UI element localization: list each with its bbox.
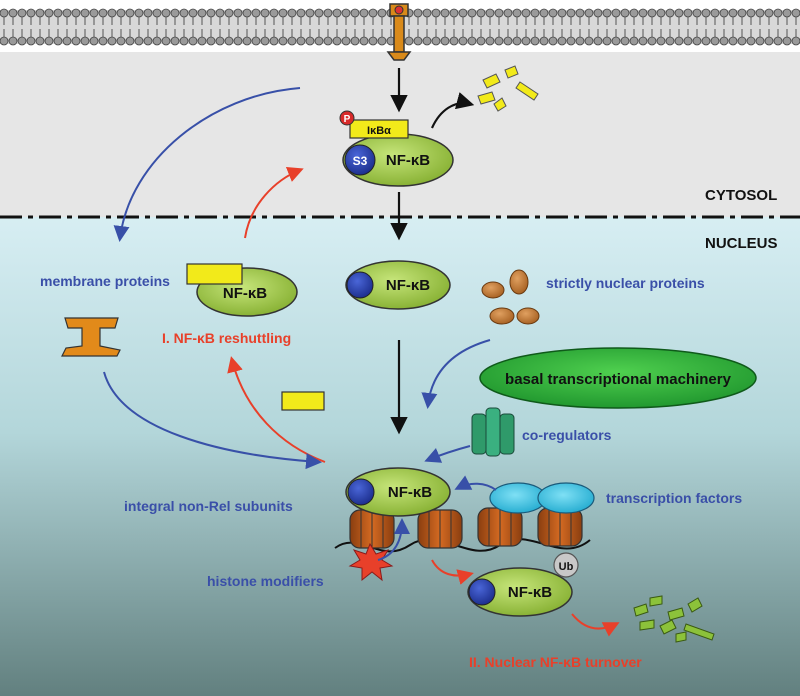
nuclear-ikb	[281, 391, 325, 411]
reshuttle-nfkb-label: NF-κB	[223, 285, 267, 302]
nuclear-nfkb-label: NF-κB	[386, 277, 430, 294]
degradation-arrow	[430, 92, 475, 129]
reshuttle-ikb	[186, 263, 243, 285]
integral-subunits-label: integral non-Rel subunits	[124, 498, 293, 514]
ub-tag-label: Ub	[559, 561, 574, 573]
phospho-label: P	[344, 114, 351, 125]
histone-modifiers-label: histone modifiers	[207, 573, 324, 589]
reshuttle-nfkb: NF-κB	[186, 263, 298, 317]
histone-modifier-icon	[348, 542, 394, 582]
reshuttling-label: I. NF-κB reshuttling	[162, 330, 291, 346]
transcription-factor-icon	[489, 482, 595, 514]
transcription-factors-arrow	[454, 475, 497, 491]
nuclear-nfkb: NF-κB	[345, 260, 451, 310]
nuclear-proteins-icon	[481, 269, 540, 325]
chromatin-bound-nfkb: NF-κB	[345, 467, 451, 517]
cytosol-nfkb-label: NF-κB	[386, 152, 430, 169]
co-regulators-icon	[471, 407, 515, 457]
strictly-nuclear-label: strictly nuclear proteins	[546, 275, 705, 291]
ikba-label: IκBα	[367, 125, 391, 137]
degraded-nfkb-fragments	[633, 595, 715, 643]
ub-nfkb-label: NF-κB	[508, 584, 552, 601]
basal-machinery-label: basal transcriptional machinery	[505, 371, 732, 388]
ubiquitin-tag	[553, 552, 579, 578]
membrane-proteins-arrow	[113, 87, 301, 242]
co-regulators-arrow	[424, 445, 471, 463]
co-regulators-label: co-regulators	[522, 427, 612, 443]
nucleus-label: NUCLEUS	[705, 235, 778, 252]
basal-machinery: basal transcriptional machinery	[479, 347, 757, 409]
membrane-proteins-label: membrane proteins	[40, 273, 170, 289]
cytosol-label: CYTOSOL	[705, 187, 777, 204]
turnover-arrow	[431, 559, 474, 585]
reshuttle-export-arrow	[244, 167, 304, 239]
transcription-factors-label: transcription factors	[606, 490, 742, 506]
nucleosomes	[349, 507, 583, 549]
cytosolic-nfkb-complex: IκBα P S3 NF-κB	[339, 110, 454, 187]
chromatin-nfkb-label: NF-κB	[388, 484, 432, 501]
integral-subunits-arrow	[103, 371, 322, 470]
degraded-ikb-fragments	[477, 65, 539, 112]
degradation-red-arrow	[571, 613, 620, 637]
s3-label: S3	[353, 154, 368, 168]
receptor-icon	[386, 3, 412, 61]
histone-modifiers-arrow	[377, 518, 410, 561]
ubiquitinated-nfkb: NF-κB Ub	[467, 552, 579, 617]
ikba-subunit	[349, 119, 409, 139]
membrane-protein-icon	[61, 317, 121, 357]
nuclear-proteins-arrow	[421, 339, 491, 409]
turnover-label: II. Nuclear NF-κB turnover	[469, 654, 642, 670]
